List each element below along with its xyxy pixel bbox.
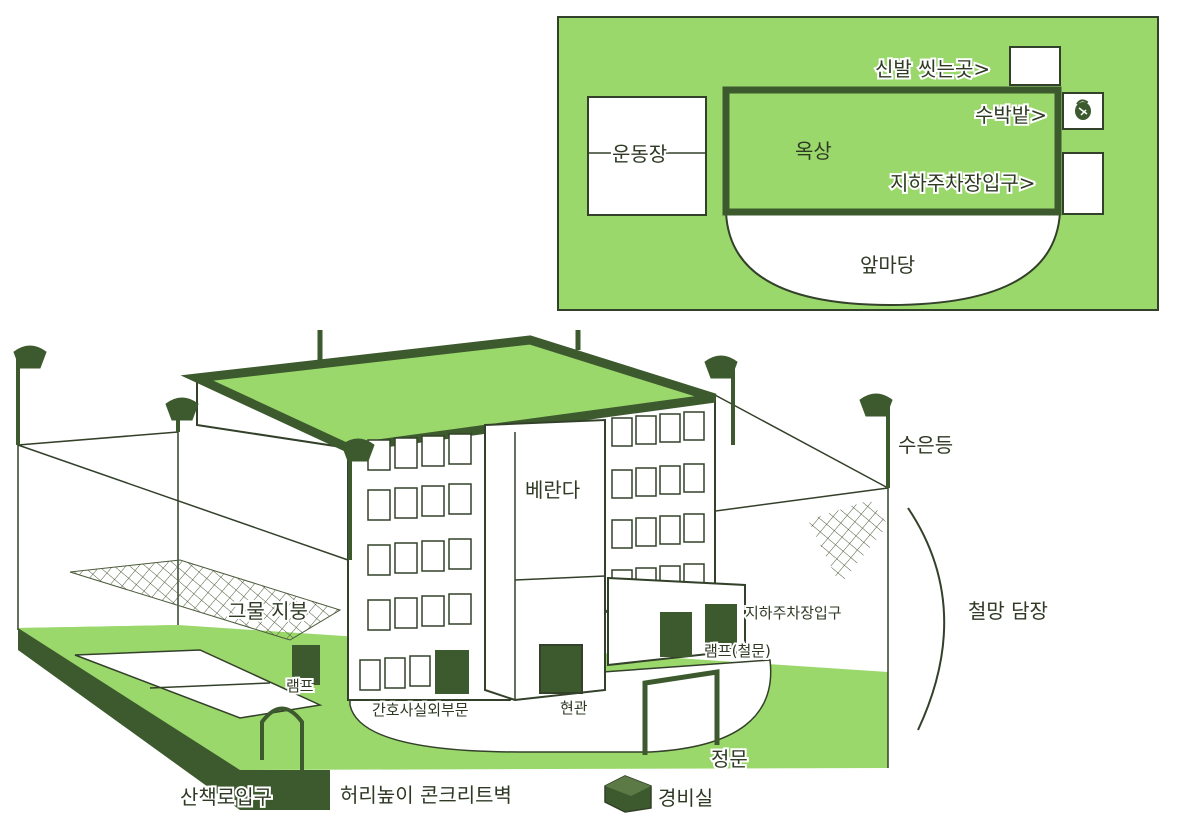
- front-entrance-door: [539, 644, 583, 694]
- label-veranda: 베란다: [525, 478, 580, 502]
- label-ramp: 램프: [286, 677, 314, 695]
- label-parking-entrance: 지하주차장입구: [745, 604, 842, 622]
- windows-left: [359, 433, 472, 691]
- label-watermelon-field: 수박밭>: [975, 103, 1047, 127]
- site-map: 신발 씻는곳> 수박밭> 운동장 옥상 지하주차장입구> 앞마당: [557, 16, 1159, 311]
- label-nurse-entrance: 간호사실외부문: [372, 701, 469, 719]
- label-net-roof: 그물 지붕: [228, 599, 308, 623]
- cube-icon: [604, 775, 652, 813]
- label-shoe-wash: 신발 씻는곳>: [875, 57, 990, 81]
- label-front-entrance: 현관: [560, 699, 588, 717]
- fence-net-detail: [808, 500, 888, 585]
- ramp-iron-door: [705, 604, 737, 654]
- walkway-path: [74, 649, 323, 719]
- nurse-station-door: [435, 650, 469, 694]
- watermelon-icon: [1075, 99, 1091, 120]
- label-wire-fence: 철망 담장: [968, 599, 1048, 623]
- parking-entrance-door: [660, 612, 692, 657]
- label-guard-room: 경비실: [658, 786, 713, 810]
- main-gate: [642, 669, 720, 755]
- map-parking-box: [1062, 152, 1104, 215]
- map-rooftop: [722, 86, 1062, 216]
- label-front-yard: 앞마당: [860, 253, 915, 277]
- label-rooftop: 옥상: [795, 139, 832, 163]
- map-shoe-wash: [1009, 46, 1061, 86]
- net-roof: [69, 559, 342, 641]
- fence-brace: [907, 507, 946, 731]
- map-front-yard: [724, 211, 1062, 307]
- label-main-gate: 정문: [711, 747, 748, 771]
- label-walkway-entrance: 산책로입구: [180, 785, 272, 809]
- label-mercury-lamp: 수은등: [898, 433, 953, 457]
- concrete-wall: [18, 628, 330, 810]
- ramp-door: [292, 645, 320, 685]
- label-parking-entrance-map: 지하주차장입구>: [890, 171, 1036, 195]
- label-playground: 운동장: [612, 142, 667, 166]
- mercury-lamps: [13, 345, 893, 560]
- label-ramp-iron-door: 램프(철문): [704, 642, 771, 660]
- label-waist-wall: 허리높이 콘크리트벽: [340, 783, 512, 807]
- building-roof: [180, 335, 717, 453]
- map-playground: [587, 96, 707, 216]
- building-illustration: 수은등 베란다 그물 지붕 지하주차장입구 램프(철문) 램프 간호사실외부문 …: [13, 330, 1050, 813]
- walkway-gate: [260, 706, 304, 770]
